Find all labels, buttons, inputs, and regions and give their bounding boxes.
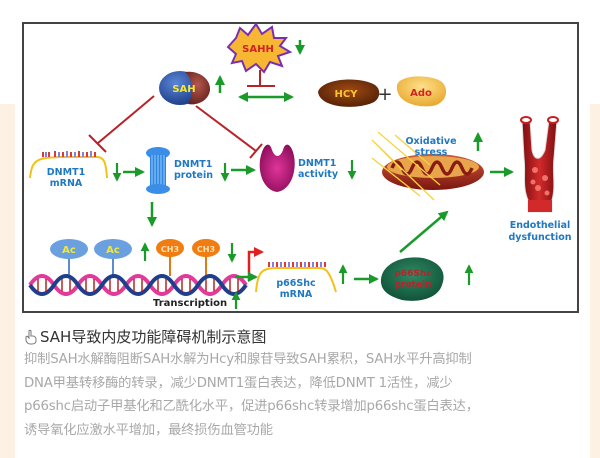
ac-label-2: Ac [106, 245, 120, 256]
sah-label: SAH [172, 84, 195, 95]
hcy-shape [318, 79, 380, 107]
caption-title: SAH导致内皮功能障碍机制示意图 [40, 328, 267, 346]
dnmt1-mrna-label-2: mRNA [50, 178, 83, 189]
p66shc-protein-label-2: protein [395, 280, 432, 290]
dnmt1-activity-label-1: DNMT1 [298, 158, 336, 169]
p66-to-mito-arrow [399, 210, 449, 253]
blood-vessel [520, 116, 559, 213]
sahh-label: SAHH [242, 44, 274, 55]
pointing-hand-icon [25, 329, 37, 345]
oxidative-stress-label-1: Oxidative [405, 136, 456, 147]
p66shc-mrna-label-1: p66Shc [276, 278, 315, 289]
p66shc-mrna-label-2: mRNA [280, 289, 313, 300]
ac-label-1: Ac [62, 245, 76, 256]
dnmt1-mrna-label-1: DNMT1 [47, 167, 85, 178]
dna-helix [28, 274, 248, 296]
promoter-arrow [247, 247, 264, 281]
endothelial-label-1: Endothelial [510, 220, 571, 231]
hcy-node: HCY [318, 79, 380, 107]
sah-brown-half [185, 71, 211, 105]
ado-node: Ado [396, 76, 447, 107]
dnmt1-protein-label-2: protein [174, 170, 213, 181]
caption-body: 抑制SAH水解酶阻断SAH水解为Hcy和腺苷导致SAH累积，SAH水平升高抑制 … [24, 348, 584, 442]
ado-label: Ado [410, 88, 432, 99]
caption-line: DNA甲基转移酶的转录，减少DNMT1蛋白表达，降低DNMT 1活性，减少 [24, 375, 453, 391]
mitochondria [371, 131, 484, 201]
sah-inhibit-mrna-line [97, 95, 155, 144]
caption-line: p66shc启动子甲基化和乙酰化水平，促进p66shc转录增加p66shc蛋白表… [24, 399, 479, 414]
dnmt1-activity-label-2: activity [298, 169, 339, 180]
p66shc-protein-node: p66Shc protein [380, 257, 444, 301]
p66shc-protein-label-1: p66Shc [394, 269, 431, 279]
plus-sign: + [377, 84, 392, 105]
ch3-label-1: CH3 [161, 245, 179, 254]
dnmt1-mrna: DNMT1 mRNA [29, 151, 108, 189]
oxidative-stress-label-2: stress [415, 147, 448, 158]
caption-line: 诱导氧化应激水平增加，最终损伤血管功能 [24, 422, 273, 438]
acetyl-marker-2: Ac [94, 239, 132, 275]
endothelial-label-2: dysfunction [508, 232, 571, 243]
sah-inhibit-mrna-bar [88, 134, 107, 153]
mechanism-diagram: SAHH SAH HCY + Ado DNMT1 mRNA [28, 22, 572, 309]
hcy-label: HCY [335, 89, 359, 100]
activity-shape [259, 144, 295, 192]
page-background-left [0, 104, 15, 458]
sahh-enzyme: SAHH [226, 22, 293, 74]
starburst-shape [226, 22, 293, 74]
sah-inhibit-activity-line [195, 105, 257, 152]
dnmt1-activity-node [259, 144, 295, 192]
sah-inhibit-activity-bar [249, 143, 263, 159]
acetyl-marker-1: Ac [50, 239, 88, 275]
sah-node: SAH [159, 71, 211, 105]
dnmt1-protein-label-1: DNMT1 [174, 159, 212, 170]
caption-line: 抑制SAH水解酶阻断SAH水解为Hcy和腺苷导致SAH累积，SAH水平升高抑制 [24, 352, 472, 367]
ado-shape [396, 76, 447, 107]
ch3-label-2: CH3 [197, 245, 215, 254]
page-background-right [590, 104, 600, 458]
dnmt1-protein-barrel [146, 147, 170, 194]
methyl-marker-2: CH3 [192, 239, 220, 276]
figure-caption: SAH导致内皮功能障碍机制示意图 抑制SAH水解酶阻断SAH水解为Hcy和腺苷导… [24, 327, 584, 442]
transcription-label: Transcription [153, 298, 227, 309]
caption-title-row: SAH导致内皮功能障碍机制示意图 [24, 327, 584, 347]
methyl-marker-1: CH3 [156, 239, 184, 276]
p66shc-mrna: p66Shc mRNA [255, 262, 337, 300]
